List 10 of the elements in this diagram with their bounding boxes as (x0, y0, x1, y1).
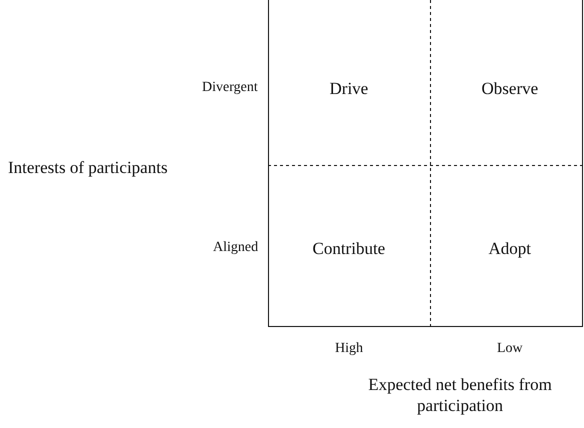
axis-label: Low (497, 340, 523, 358)
axis-title: Interests of participants (8, 156, 168, 178)
quadrant-label: Drive (330, 78, 368, 99)
quadrant-label: Adopt (488, 238, 531, 259)
axis-label: Divergent (202, 79, 258, 96)
quadrant-label: Contribute (312, 238, 386, 259)
axis-title: Expected net benefits from participation (367, 374, 553, 416)
axis-label: Aligned (213, 239, 258, 256)
axis-label: High (335, 340, 363, 358)
quadrant-label: Observe (482, 78, 538, 99)
